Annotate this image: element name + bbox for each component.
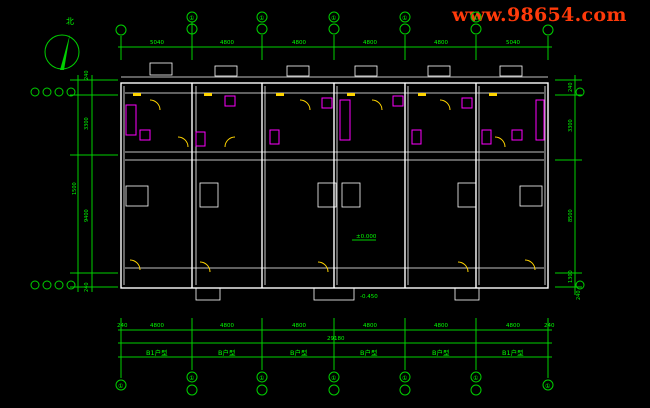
axis-bottom-6: ① [545,383,550,390]
dim-top-2: 4800 [220,40,234,46]
unit-type-labels: B1户型 B户型 B户型 B户型 B户型 B1户型 [146,348,524,357]
axis-top-3: ① [331,15,336,22]
axis-bottom-3: ① [331,375,336,382]
total-dimension: 29180 [327,336,345,342]
entry-steps [195,287,480,301]
dim-left-5: 240 [84,282,90,292]
dim-top-5: 4800 [434,40,448,46]
fixtures [125,95,545,147]
left-dimension-line: 240 3300 1500 9400 240 [30,70,118,292]
doors [129,93,536,273]
dim-left-1: 240 [84,70,90,80]
level-marks: ±0.000 -0.450 [352,234,378,300]
axis-bottom-5: ① [473,375,478,382]
north-arrow: 北 [44,17,80,70]
dim-top-6: 5040 [506,40,520,46]
north-label: 北 [66,17,74,26]
level-mark: ±0.000 [356,234,377,240]
axis-top-4: ① [402,15,407,22]
dim-right-3: 8500 [568,209,574,222]
dim-bottom-edge-right: 240 [544,323,555,329]
dim-right-5: 240 [576,290,582,300]
dim-left-2: 3300 [84,117,90,130]
top-axis-markers: ① ① ① ① ① [115,11,554,36]
dim-bottom-5: 4800 [434,323,448,329]
bottom-axis-markers: ① ① ① ① ① ① ① [115,371,554,396]
unit-label-4: B户型 [360,348,378,357]
axis-bottom-0: ① [118,383,123,390]
building-walls [120,82,549,289]
dim-top-4: 4800 [363,40,377,46]
bottom-dimension-lines: 240 240 4800 4800 4800 4800 4800 4800 29… [117,318,555,378]
dim-right-4: 1300 [568,270,574,283]
unit-label-3: B户型 [290,348,308,357]
dim-left-4: 9400 [84,209,90,222]
dim-right-1: 240 [568,82,574,92]
axis-top-2: ① [259,15,264,22]
axis-bottom-4: ① [402,375,407,382]
right-dimension-line: 240 3300 8500 1300 240 [555,75,585,300]
dim-left-3: 1500 [72,182,78,195]
dim-bottom-6: 4800 [506,323,520,329]
dim-bottom-2: 4800 [220,323,234,329]
axis-top-1: ① [189,15,194,22]
dim-right-2: 3300 [568,119,574,132]
staircases [125,182,543,208]
watermark-text: www.98654.com [452,4,627,26]
top-balconies [121,62,548,78]
top-dimension-line: 5040 4800 4800 4800 4800 5040 [118,22,552,60]
dim-top-1: 5040 [150,40,164,46]
unit-label-6: B1户型 [502,348,524,357]
unit-label-1: B1户型 [146,348,168,357]
dim-bottom-4: 4800 [363,323,377,329]
axis-bottom-1: ① [189,375,194,382]
unit-label-5: B户型 [432,348,450,357]
dim-bottom-1: 4800 [150,323,164,329]
axis-bottom-2: ① [259,375,264,382]
axis-top-5: ① [473,15,478,22]
level-mark-bottom: -0.450 [360,294,378,300]
unit-label-2: B户型 [218,348,236,357]
dim-top-3: 4800 [292,40,306,46]
dim-bottom-3: 4800 [292,323,306,329]
dim-bottom-edge-left: 240 [117,323,128,329]
